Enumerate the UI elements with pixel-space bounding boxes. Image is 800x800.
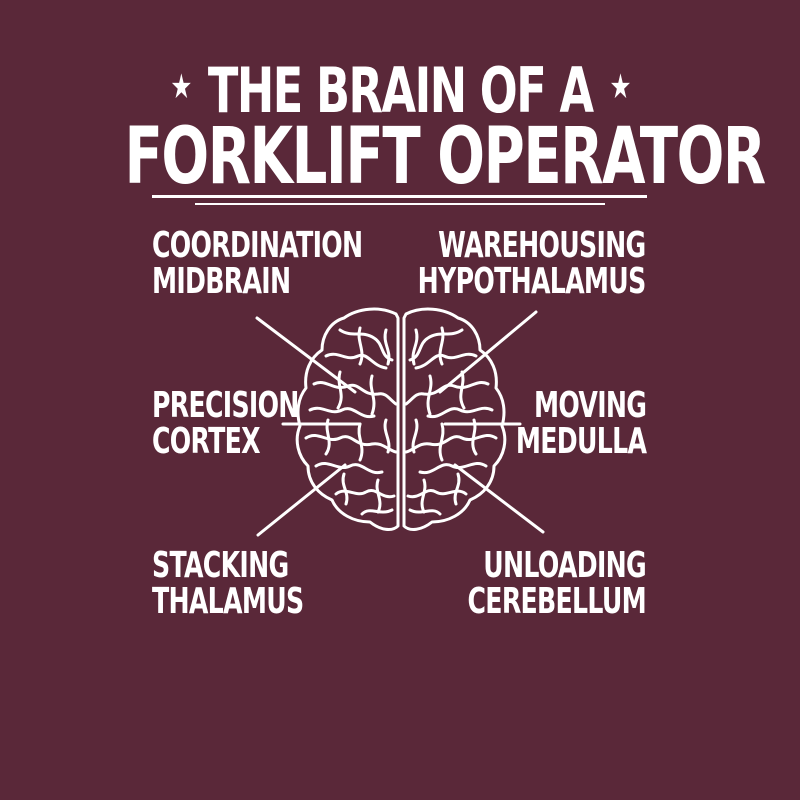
brain-fold	[426, 406, 494, 419]
title-text-1: THE BRAIN OF A	[207, 54, 594, 127]
brain-fold	[404, 433, 498, 454]
title-underline-thick	[152, 195, 647, 198]
brain-fold	[360, 508, 394, 516]
label-bottom-left-line2: THALAMUS	[152, 581, 304, 622]
brain-fold	[438, 422, 445, 462]
brain-right-hemisphere	[402, 307, 507, 531]
brain-fold	[336, 370, 343, 410]
brain-fold	[426, 374, 433, 416]
label-top-left-line2: MIDBRAIN	[152, 261, 291, 302]
brain-fold	[314, 461, 384, 475]
pointer-line-bottom-left	[256, 463, 347, 537]
label-middle-left-line2: CORTEX	[152, 421, 261, 462]
label-top-left: COORDINATION MIDBRAIN	[152, 228, 453, 300]
brain-fold	[357, 422, 364, 462]
brain-fold	[404, 381, 490, 406]
brain-fold	[453, 472, 461, 506]
title-line-1: ★ THE BRAIN OF A ★	[0, 52, 800, 126]
pointer-line-top-right	[438, 310, 538, 394]
title-text-2: FORKLIFT OPERATOR	[124, 112, 766, 202]
label-top-right-line1: WAREHOUSING	[438, 225, 647, 266]
brain-fold	[304, 433, 398, 454]
brain-fold	[383, 418, 391, 454]
brain-fold	[408, 328, 464, 362]
brain-fold	[420, 478, 427, 514]
brain-fold	[324, 352, 388, 370]
brain-fold	[383, 328, 391, 366]
star-icon-right: ★	[609, 67, 631, 107]
brain-fold	[341, 472, 349, 506]
label-bottom-right: UNLOADING CEREBELLUM	[391, 548, 646, 620]
brain-left-hemisphere	[295, 307, 400, 531]
label-middle-right-line1: MOVING	[533, 385, 647, 426]
brain-fold	[414, 352, 478, 370]
label-top-right-line2: HYPOTHALAMUS	[418, 261, 647, 302]
label-bottom-left-line1: STACKING	[152, 545, 289, 586]
label-bottom-left: STACKING THALAMUS	[152, 548, 368, 620]
label-top-right: WAREHOUSING HYPOTHALAMUS	[320, 225, 647, 302]
brain-fold	[418, 461, 488, 475]
brain-fold	[324, 418, 331, 456]
brain-fold	[459, 370, 466, 410]
brain-fold	[338, 328, 394, 362]
pointer-line-bottom-right	[453, 463, 545, 534]
label-middle-right-line2: MEDULLA	[515, 421, 647, 462]
brain-fold	[411, 418, 419, 454]
label-top-left-line1: COORDINATION	[152, 225, 363, 266]
brain-fold	[408, 508, 442, 516]
label-middle-left: PRECISION CORTEX	[152, 388, 362, 460]
label-bottom-right-line2: CEREBELLUM	[467, 581, 646, 622]
brain-fold	[471, 418, 478, 456]
brain-fold	[308, 406, 376, 419]
brain-fold	[312, 381, 398, 406]
label-bottom-right-line1: UNLOADING	[483, 545, 646, 586]
title-line-2: FORKLIFT OPERATOR	[0, 114, 800, 200]
title-underline-thin	[195, 203, 605, 205]
brain-fold	[369, 374, 376, 416]
brain-fold	[438, 326, 445, 366]
brain-fold	[375, 478, 382, 514]
star-icon-left: ★	[170, 67, 192, 107]
brain-fold	[357, 326, 364, 366]
brain-fold	[411, 328, 419, 366]
label-middle-right: MOVING MEDULLA	[460, 385, 647, 462]
label-middle-left-line1: PRECISION	[152, 385, 299, 426]
